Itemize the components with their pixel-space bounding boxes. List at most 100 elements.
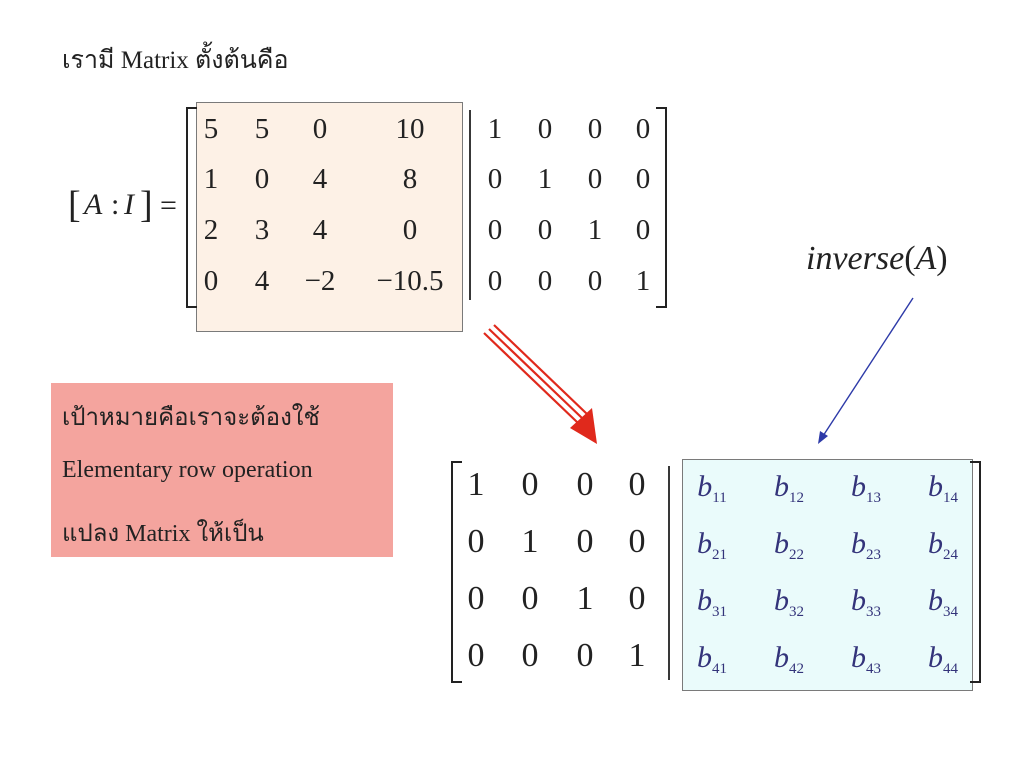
inverse-entry: b22: [774, 527, 804, 564]
inverse-entry: b23: [851, 527, 881, 564]
identity-bottom-cell: 0: [576, 637, 594, 674]
page-title: เรามี Matrix ตั้งต้นคือ: [62, 47, 289, 74]
inverse-entry-var: b: [928, 470, 943, 503]
inverse-open-paren: (: [904, 240, 916, 277]
identity-bottom-cell: 1: [628, 637, 646, 674]
inverse-entry-subscript: 34: [943, 604, 958, 620]
inverse-entry: b41: [697, 641, 727, 678]
identity-top-cell: 0: [635, 113, 651, 145]
inverse-entry-subscript: 24: [943, 547, 958, 563]
identity-bottom-cell: 1: [521, 523, 539, 560]
inverse-entry-var: b: [851, 470, 866, 503]
identity-bottom-cell: 0: [576, 523, 594, 560]
goal-box: เป้าหมายคือเราจะต้องใช้ Elementary row o…: [51, 383, 393, 557]
inverse-entry: b33: [851, 584, 881, 621]
inverse-entry-var: b: [928, 584, 943, 617]
inverse-entry: b14: [928, 470, 958, 507]
inverse-entry-subscript: 33: [866, 604, 881, 620]
goal-line-3: แปลง Matrix ให้เป็น: [62, 521, 264, 547]
matrix-a-cell: 0: [312, 113, 328, 145]
inverse-entry-subscript: 14: [943, 490, 958, 506]
identity-top-cell: 1: [537, 163, 553, 195]
inverse-entry-var: b: [851, 641, 866, 674]
identity-bottom-cell: 0: [467, 523, 485, 560]
matrix-a-cell: 8: [402, 163, 418, 195]
inverse-entry-subscript: 21: [712, 547, 727, 563]
identity-top-cell: 1: [487, 113, 503, 145]
inverse-entry-subscript: 13: [866, 490, 881, 506]
inverse-entry: b44: [928, 641, 958, 678]
inverse-entry-var: b: [851, 584, 866, 617]
inverse-entry-subscript: 31: [712, 604, 727, 620]
inverse-entry-subscript: 11: [712, 490, 727, 506]
lhs-close-bracket: ]: [140, 184, 153, 226]
inverse-entry-var: b: [928, 527, 943, 560]
matrix-a-cell: 10: [395, 113, 425, 145]
lhs-open-bracket: [: [68, 184, 81, 226]
identity-bottom-cell: 0: [628, 466, 646, 503]
inverse-entry-subscript: 43: [866, 661, 881, 677]
identity-top-cell: 1: [587, 214, 603, 246]
inverse-entry-var: b: [774, 470, 789, 503]
identity-top-cell: 0: [487, 265, 503, 297]
matrix-a-cell: 4: [312, 163, 328, 195]
inverse-entry: b43: [851, 641, 881, 678]
identity-bottom-cell: 0: [521, 580, 539, 617]
identity-bottom-cell: 0: [521, 466, 539, 503]
identity-top-cell: 0: [587, 265, 603, 297]
inverse-entry-var: b: [697, 527, 712, 560]
lhs-colon: :: [111, 188, 120, 221]
inverse-entry: b13: [851, 470, 881, 507]
identity-top-cell: 0: [587, 113, 603, 145]
matrix-a-cell: 0: [203, 265, 219, 297]
identity-top-cell: 0: [537, 265, 553, 297]
identity-top-cell: 1: [635, 265, 651, 297]
inverse-entry-subscript: 22: [789, 547, 804, 563]
matrix-a-cell: 4: [254, 265, 270, 297]
matrix-a-cell: −2: [304, 265, 336, 297]
inverse-entry: b11: [697, 470, 726, 507]
inverse-entry-var: b: [851, 527, 866, 560]
inverse-entry: b24: [928, 527, 958, 564]
inverse-entry: b34: [928, 584, 958, 621]
matrix-b-highlight: [682, 459, 973, 691]
identity-bottom-cell: 0: [628, 580, 646, 617]
inverse-entry: b31: [697, 584, 727, 621]
identity-bottom-cell: 0: [467, 580, 485, 617]
identity-bottom-cell: 0: [521, 637, 539, 674]
inverse-entry-subscript: 44: [943, 661, 958, 677]
matrix-a-cell: 5: [254, 113, 270, 145]
inverse-entry: b32: [774, 584, 804, 621]
identity-top-cell: 0: [635, 214, 651, 246]
inverse-func: inverse: [806, 240, 905, 277]
identity-top-cell: 0: [487, 214, 503, 246]
identity-top-cell: 0: [635, 163, 651, 195]
goal-line-2: Elementary row operation: [62, 457, 313, 483]
identity-top-cell: 0: [587, 163, 603, 195]
inverse-arg: A: [915, 240, 937, 277]
inverse-entry-var: b: [774, 641, 789, 674]
matrix-a-highlight: [196, 102, 463, 332]
inverse-entry-var: b: [928, 641, 943, 674]
inverse-entry: b42: [774, 641, 804, 678]
goal-line-1: เป้าหมายคือเราจะต้องใช้: [62, 405, 320, 431]
identity-bottom-cell: 0: [467, 637, 485, 674]
lhs-equals: =: [160, 189, 177, 222]
inverse-entry-var: b: [697, 641, 712, 674]
identity-bottom-cell: 0: [628, 523, 646, 560]
identity-bottom-cell: 1: [467, 466, 485, 503]
inverse-entry-var: b: [697, 470, 713, 503]
matrix-a-cell: 5: [203, 113, 219, 145]
matrix-a-cell: 3: [254, 214, 270, 246]
inverse-entry-var: b: [774, 527, 789, 560]
inverse-entry-subscript: 32: [789, 604, 804, 620]
inverse-entry-var: b: [697, 584, 712, 617]
inverse-entry-subscript: 12: [789, 490, 804, 506]
matrix-a-cell: 1: [203, 163, 219, 195]
identity-bottom-cell: 1: [576, 580, 594, 617]
